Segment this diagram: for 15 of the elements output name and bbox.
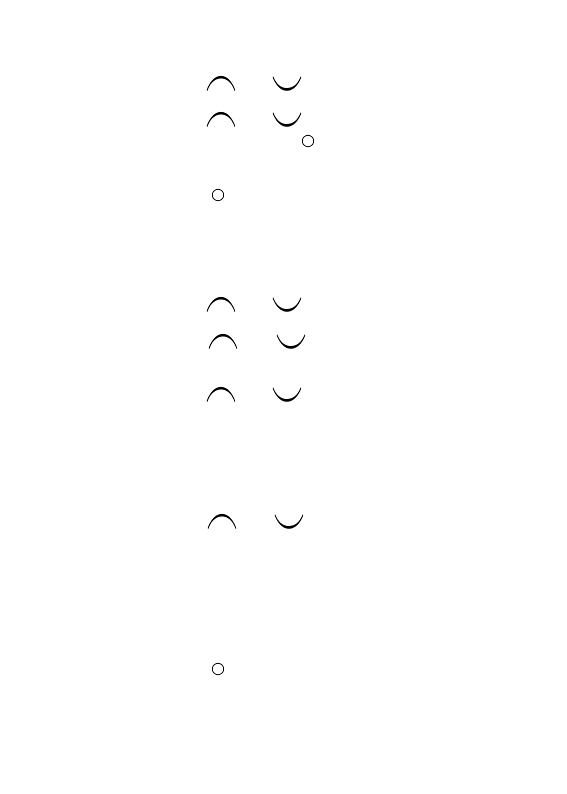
arc-symbol: $\smile$ [274, 514, 304, 529]
arc-symbol: $\smile$ [272, 387, 302, 402]
arc-symbol: $\frown$ [208, 514, 236, 529]
circle-symbol: ○ [212, 662, 224, 676]
arc-symbol: $\smile$ [272, 112, 302, 127]
arc-symbol: $\frown$ [208, 334, 238, 349]
arc-symbol: $\smile$ [276, 334, 306, 349]
arc-symbol: $\smile$ [272, 297, 302, 312]
arc-symbol: $\frown$ [206, 386, 236, 402]
arc-symbol: $\frown$ [206, 76, 236, 91]
circle-symbol: ○ [302, 134, 314, 148]
arc-symbol: $\frown$ [206, 296, 236, 312]
arc-symbol: $\smile$ [272, 76, 302, 91]
arc-symbol: $\frown$ [206, 112, 236, 127]
circle-symbol: ○ [212, 188, 224, 202]
